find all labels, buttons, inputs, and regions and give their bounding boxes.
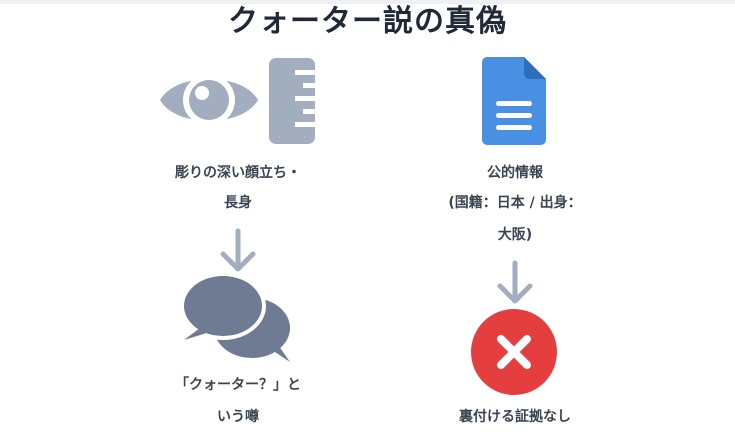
ruler-icon bbox=[269, 58, 315, 144]
document-icon bbox=[482, 57, 546, 145]
cross-circle-icon bbox=[471, 309, 557, 395]
source-label-right-line1: 公的情報 bbox=[487, 165, 543, 181]
diagram-title: クォーター説の真偽 bbox=[228, 4, 507, 39]
result-label-left-line2: いう噂 bbox=[217, 409, 259, 425]
speech-bubbles-icon bbox=[180, 272, 290, 362]
result-label-right: 裏付ける証拠なし bbox=[459, 409, 571, 425]
arrow-down-icon bbox=[220, 228, 256, 272]
source-label-left-line2: 長身 bbox=[224, 195, 252, 211]
eye-icon bbox=[160, 74, 258, 126]
source-label-right-line3: 大阪) bbox=[497, 227, 533, 243]
top-divider bbox=[0, 0, 735, 4]
source-label-left-line1: 彫りの深い顔立ち・ bbox=[175, 165, 301, 181]
arrow-down-icon bbox=[497, 260, 533, 304]
source-label-right-line2: (国籍：日本 / 出身： bbox=[448, 195, 582, 211]
result-label-left-line1: 「クォーター？」と bbox=[175, 377, 301, 393]
